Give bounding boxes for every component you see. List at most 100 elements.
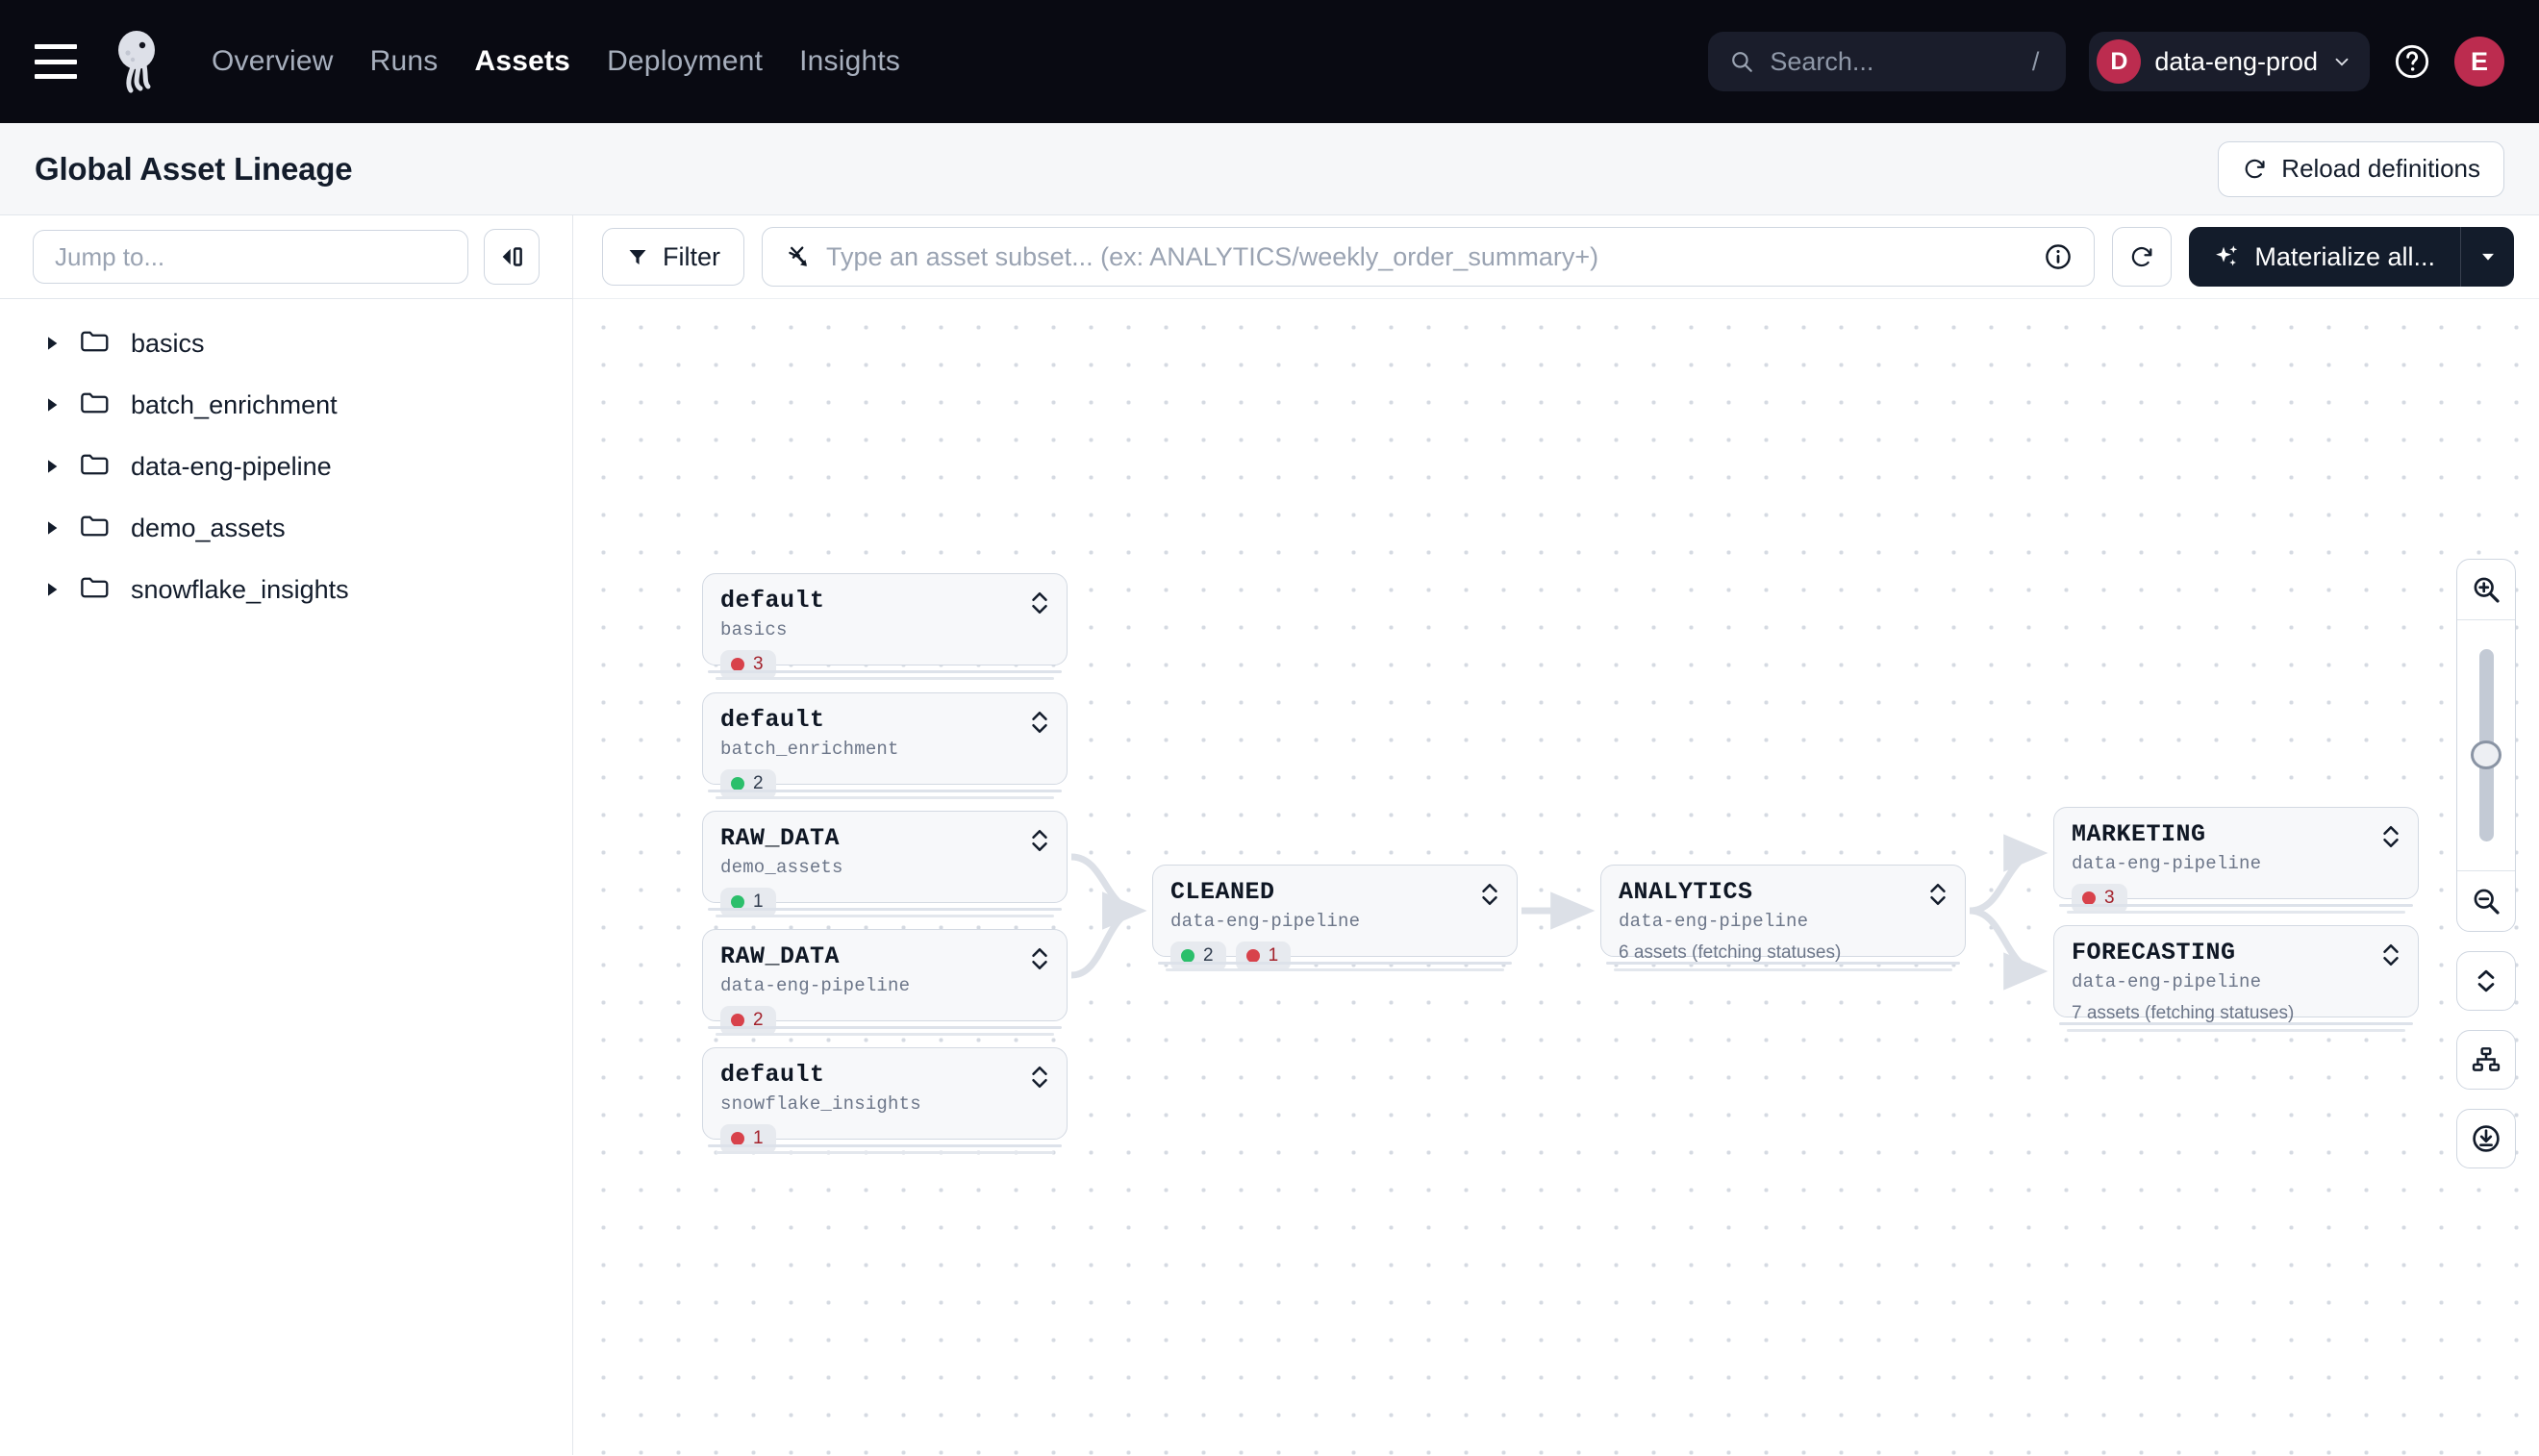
collapse-sidebar-button[interactable]	[484, 229, 540, 285]
zoom-out-icon	[2474, 889, 2500, 915]
nav-link-assets[interactable]: Assets	[474, 45, 571, 77]
search-shortcut-hint: /	[2031, 46, 2040, 76]
status-badge[interactable]: 1	[1235, 941, 1292, 971]
jump-to-input[interactable]: Jump to...	[33, 230, 468, 284]
status-count: 3	[753, 654, 764, 674]
chevron-right-icon[interactable]	[44, 459, 60, 474]
node-status-badges: 2	[720, 768, 1049, 799]
zoom-out-button[interactable]	[2457, 871, 2515, 931]
filter-button[interactable]: Filter	[602, 228, 744, 286]
node-status-badges: 3	[720, 649, 1049, 680]
graph-edge	[1070, 853, 1147, 930]
status-badge[interactable]: 2	[1170, 941, 1226, 971]
node-expand-collapse-icon[interactable]	[2381, 940, 2401, 967]
node-expand-collapse-icon[interactable]	[1030, 1062, 1049, 1090]
zoom-slider[interactable]	[2457, 620, 2515, 870]
node-stack-shadow	[708, 1141, 1062, 1154]
chevron-right-icon[interactable]	[44, 336, 60, 351]
node-subtitle: data-eng-pipeline	[1170, 910, 1361, 932]
question-circle-icon[interactable]	[2393, 42, 2431, 81]
main-nav-links: Overview Runs Assets Deployment Insights	[212, 45, 900, 78]
layout-hierarchy-button[interactable]	[2456, 1030, 2516, 1090]
node-stack-shadow	[708, 786, 1062, 799]
node-stack-shadow	[1158, 958, 1512, 971]
materialize-all-button-group[interactable]: Materialize all...	[2189, 227, 2514, 287]
failed-status-icon	[731, 658, 744, 671]
materialize-all-label: Materialize all...	[2254, 241, 2435, 271]
nav-link-overview[interactable]: Overview	[212, 45, 334, 77]
sidebar-item-demo_assets[interactable]: demo_assets	[0, 497, 572, 559]
node-expand-collapse-icon[interactable]	[1030, 588, 1049, 615]
sidebar-search-row: Jump to...	[0, 215, 572, 298]
materialize-all-button[interactable]: Materialize all...	[2189, 227, 2460, 287]
user-avatar[interactable]: E	[2454, 37, 2504, 87]
status-count: 2	[753, 773, 764, 793]
refresh-icon	[2132, 246, 2152, 267]
status-badge[interactable]: 3	[720, 649, 776, 680]
status-badge[interactable]: 1	[720, 1123, 776, 1154]
reload-definitions-button[interactable]: Reload definitions	[2218, 140, 2504, 197]
folder-icon	[81, 329, 110, 359]
sidebar-item-basics[interactable]: basics	[0, 313, 572, 374]
top-navigation-bar: Overview Runs Assets Deployment Insights…	[0, 0, 2539, 123]
node-expand-collapse-icon[interactable]	[1480, 879, 1499, 907]
status-count: 2	[1203, 945, 1214, 966]
node-stack-shadow	[708, 1022, 1062, 1036]
nav-link-deployment[interactable]: Deployment	[607, 45, 764, 77]
refresh-icon	[2245, 159, 2265, 179]
zoom-in-button[interactable]	[2457, 560, 2515, 619]
graph-edge	[1070, 891, 1147, 979]
node-subtitle: basics	[720, 618, 788, 640]
global-search-input[interactable]: Search... /	[1708, 32, 2067, 91]
node-expand-collapse-icon[interactable]	[1030, 707, 1049, 735]
asset-subset-input[interactable]: Type an asset subset... (ex: ANALYTICS/w…	[762, 227, 2096, 287]
dagster-logo[interactable]	[102, 25, 175, 98]
info-icon[interactable]	[2044, 242, 2073, 271]
expand-collapse-button[interactable]	[2456, 951, 2516, 1011]
hierarchy-layout-icon	[2472, 1047, 2501, 1071]
deployment-selector[interactable]: D data-eng-prod	[2089, 32, 2370, 91]
success-status-icon	[731, 895, 744, 909]
node-expand-collapse-icon[interactable]	[1928, 879, 1948, 907]
chevron-right-icon[interactable]	[44, 520, 60, 536]
zoom-slider-thumb[interactable]	[2471, 741, 2501, 769]
chevron-right-icon[interactable]	[44, 582, 60, 597]
status-count: 3	[2104, 888, 2115, 908]
nav-link-runs[interactable]: Runs	[369, 45, 439, 77]
node-expand-collapse-icon[interactable]	[1030, 825, 1049, 853]
sidebar-item-snowflake_insights[interactable]: snowflake_insights	[0, 559, 572, 620]
node-expand-collapse-icon[interactable]	[1030, 943, 1049, 971]
sidebar-item-label: demo_assets	[131, 513, 286, 542]
refresh-graph-button[interactable]	[2112, 227, 2173, 287]
deployment-name: data-eng-prod	[2154, 46, 2318, 76]
expand-collapse-icon	[2477, 969, 2495, 992]
hamburger-icon[interactable]	[35, 44, 77, 79]
sidebar-item-data-eng-pipeline[interactable]: data-eng-pipeline	[0, 436, 572, 497]
status-badge[interactable]: 1	[720, 887, 776, 917]
sidebar-item-batch_enrichment[interactable]: batch_enrichment	[0, 374, 572, 436]
node-stack-shadow	[708, 666, 1062, 680]
download-graph-button[interactable]	[2456, 1109, 2516, 1168]
node-expand-collapse-icon[interactable]	[2381, 821, 2401, 849]
node-subtitle: data-eng-pipeline	[1619, 910, 1809, 932]
status-badge[interactable]: 3	[2072, 883, 2127, 914]
chevron-right-icon[interactable]	[44, 397, 60, 413]
status-badge[interactable]: 2	[720, 1005, 776, 1036]
nav-link-insights[interactable]: Insights	[799, 45, 901, 77]
materialize-dropdown-button[interactable]	[2460, 227, 2514, 287]
status-badge[interactable]: 2	[720, 768, 776, 799]
node-status-badges: 2	[720, 1005, 1049, 1036]
node-stack-shadow	[1606, 958, 1960, 971]
node-subtitle: data-eng-pipeline	[720, 974, 911, 996]
failed-status-icon	[1245, 949, 1260, 963]
